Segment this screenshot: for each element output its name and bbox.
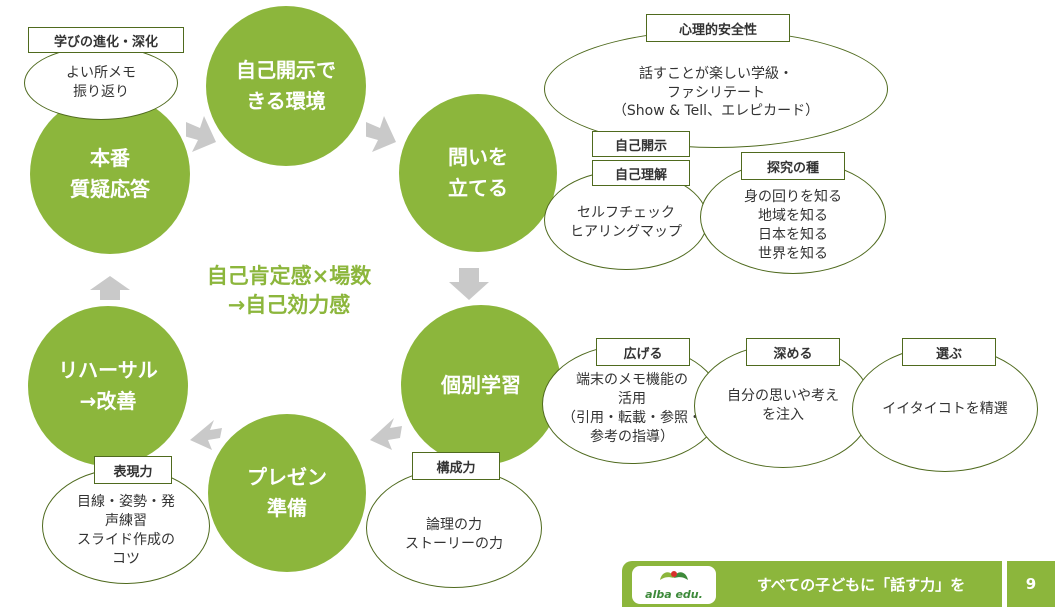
arrow-step1-to-step2 <box>366 116 396 152</box>
callout-structure-text: 論理の力 ストーリーの力 <box>366 468 542 588</box>
cycle-step-safe-environment: 自己開示で きる環境 <box>206 6 366 166</box>
callout-structure-tag: 構成力 <box>412 452 500 480</box>
arrow-step6-to-step1 <box>186 116 216 152</box>
callout-expression-tag: 表現力 <box>94 456 172 484</box>
arrow-step4-to-step5 <box>190 420 222 450</box>
footer-tagline: すべての子どもに「話す力」を <box>756 575 966 594</box>
cycle-step-presentation: 本番 質疑応答 <box>30 94 190 254</box>
callout-widen-tag: 広げる <box>596 338 690 366</box>
arrow-step3-to-step4 <box>370 418 402 450</box>
center-message: 自己肯定感×場数 →自己効力感 <box>206 264 372 318</box>
callout-choose-tag: 選ぶ <box>902 338 996 366</box>
callout-choose-text: イイタイコトを精選 <box>852 346 1038 472</box>
callout-deepen-tag: 深める <box>746 338 840 366</box>
arrow-step5-to-step6 <box>90 276 130 300</box>
callout-safety-tag: 心理的安全性 <box>646 14 790 42</box>
callout-learning-tag: 学びの進化・深化 <box>28 27 184 53</box>
cycle-step-presentation-prep: プレゼン 準備 <box>208 414 366 572</box>
cycle-step-rehearsal: リハーサル →改善 <box>28 306 188 466</box>
callout-self-understanding-tag: 自己理解 <box>592 160 690 186</box>
logo-text: alba edu. <box>645 588 703 601</box>
alba-edu-logo: alba edu. <box>632 566 716 604</box>
callout-safety-text: 話すことが楽しい学級・ ファシリテート （Show & Tell、エレピカード） <box>544 30 888 148</box>
leaf-logo-icon <box>660 571 688 580</box>
callout-learning-text: よい所メモ 振り返り <box>24 46 178 120</box>
callout-self-text: セルフチェック ヒアリングマップ <box>544 170 708 270</box>
callout-expression-text: 目線・姿勢・発 声練習 スライド作成の コツ <box>42 468 210 584</box>
cycle-step-individual-learning: 個別学習 <box>401 305 561 465</box>
callout-self-disclosure-tag: 自己開示 <box>592 131 690 157</box>
callout-inquiry-text: 身の回りを知る 地域を知る 日本を知る 世界を知る <box>700 160 886 274</box>
page-number: 9 <box>1007 561 1055 607</box>
arrow-step2-to-step3 <box>449 268 489 300</box>
cycle-step-ask-questions: 問いを 立てる <box>399 94 557 252</box>
callout-inquiry-tag: 探究の種 <box>741 152 845 180</box>
